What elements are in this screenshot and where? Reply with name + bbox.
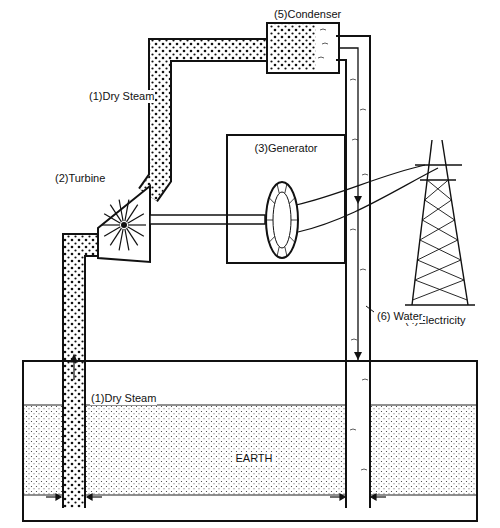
part-label: (2)Turbine bbox=[54, 172, 106, 185]
water-ripples bbox=[350, 79, 368, 470]
part-label: (3)Generator bbox=[255, 142, 318, 155]
leader-line bbox=[366, 306, 374, 312]
generator-wheel bbox=[266, 182, 298, 258]
earth-region: EARTH bbox=[22, 360, 478, 522]
callout-label: (6) Water bbox=[376, 310, 423, 323]
region-label: EARTH bbox=[233, 452, 274, 465]
power-wires bbox=[296, 165, 438, 232]
steam-pipe bbox=[148, 50, 268, 195]
generator-box: (3)Generator bbox=[226, 134, 346, 264]
flow-label: (1)Dry Steam bbox=[88, 90, 155, 103]
steam-pipe bbox=[74, 245, 102, 508]
flow-label: (1)Dry Steam bbox=[90, 392, 157, 405]
flow-arrows bbox=[46, 97, 386, 500]
turbine bbox=[98, 186, 150, 262]
condenser-steam bbox=[270, 24, 316, 70]
condenser-box: (5)Condenser bbox=[266, 22, 340, 74]
earth-stipple bbox=[23, 405, 477, 495]
water-flow-connector bbox=[340, 48, 362, 360]
part-label: (5)Condenser bbox=[274, 8, 341, 21]
condenser-water bbox=[318, 29, 328, 58]
shaft bbox=[150, 215, 265, 224]
water-pipe bbox=[336, 48, 358, 508]
transmission-tower bbox=[405, 140, 475, 305]
